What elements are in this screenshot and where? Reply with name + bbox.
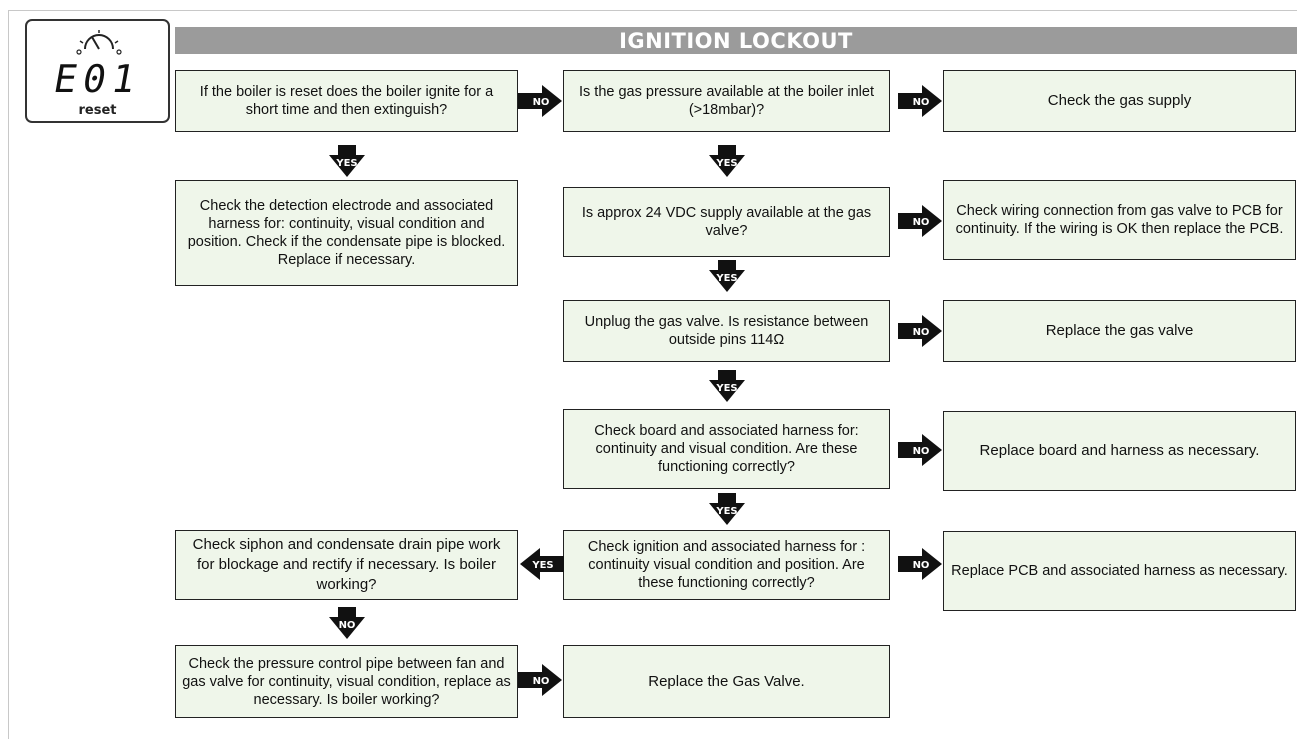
arrow-no-q3: NO	[898, 205, 943, 237]
no-label: NO	[533, 97, 550, 108]
question-valve-resistance: Unplug the gas valve. Is resistance betw…	[563, 300, 890, 362]
arrow-no-q7: NO	[329, 607, 365, 639]
yes-label: YES	[715, 273, 737, 284]
page-frame	[8, 10, 1297, 739]
arrow-yes-q2: YES	[709, 145, 745, 177]
arrow-no-q5: NO	[898, 434, 943, 466]
yes-label: YES	[715, 158, 737, 169]
error-display: E01 reset	[25, 19, 170, 123]
yes-label: YES	[335, 158, 357, 169]
action-replace-pcb: Replace PCB and associated harness as ne…	[943, 531, 1296, 611]
error-code: E01	[50, 57, 145, 101]
no-label: NO	[913, 327, 930, 338]
no-label: NO	[339, 620, 356, 631]
question-board-harness: Check board and associated harness for: …	[563, 409, 890, 489]
arrow-yes-q1: YES	[329, 145, 365, 177]
no-label: NO	[533, 676, 550, 687]
no-label: NO	[913, 97, 930, 108]
action-replace-board: Replace board and harness as necessary.	[943, 411, 1296, 491]
page-title: IGNITION LOCKOUT	[175, 27, 1297, 54]
arrow-yes-q4: YES	[709, 370, 745, 402]
no-label: NO	[913, 560, 930, 571]
yes-label: YES	[715, 506, 737, 517]
reset-label: reset	[78, 103, 117, 118]
no-label: NO	[913, 446, 930, 457]
action-check-wiring: Check wiring connection from gas valve t…	[943, 180, 1296, 260]
action-check-electrode: Check the detection electrode and associ…	[175, 180, 518, 286]
question-gas-pressure: Is the gas pressure available at the boi…	[563, 70, 890, 132]
arrow-no-q4: NO	[898, 315, 943, 347]
question-ignition-harness: Check ignition and associated harness fo…	[563, 530, 890, 600]
arrow-yes-q5: YES	[709, 493, 745, 525]
question-pressure-control-pipe: Check the pressure control pipe between …	[175, 645, 518, 718]
no-label: NO	[913, 217, 930, 228]
yes-label: YES	[715, 383, 737, 394]
yes-label: YES	[531, 560, 553, 571]
pressure-gauge-icon	[76, 30, 122, 55]
arrow-no-q8: NO	[518, 664, 563, 696]
question-24vdc-supply: Is approx 24 VDC supply available at the…	[563, 187, 890, 257]
action-check-gas-supply: Check the gas supply	[943, 70, 1296, 132]
action-replace-gas-valve-final: Replace the Gas Valve.	[563, 645, 890, 718]
arrow-yes-q3: YES	[709, 260, 745, 292]
arrow-no-q6: NO	[898, 548, 943, 580]
arrow-no-q2: NO	[898, 85, 943, 117]
question-reset-ignite: If the boiler is reset does the boiler i…	[175, 70, 518, 132]
action-replace-gas-valve: Replace the gas valve	[943, 300, 1296, 362]
arrow-yes-q6: YES	[520, 548, 565, 580]
arrow-no-q1: NO	[518, 85, 563, 117]
question-siphon-drain: Check siphon and condensate drain pipe w…	[175, 530, 518, 600]
